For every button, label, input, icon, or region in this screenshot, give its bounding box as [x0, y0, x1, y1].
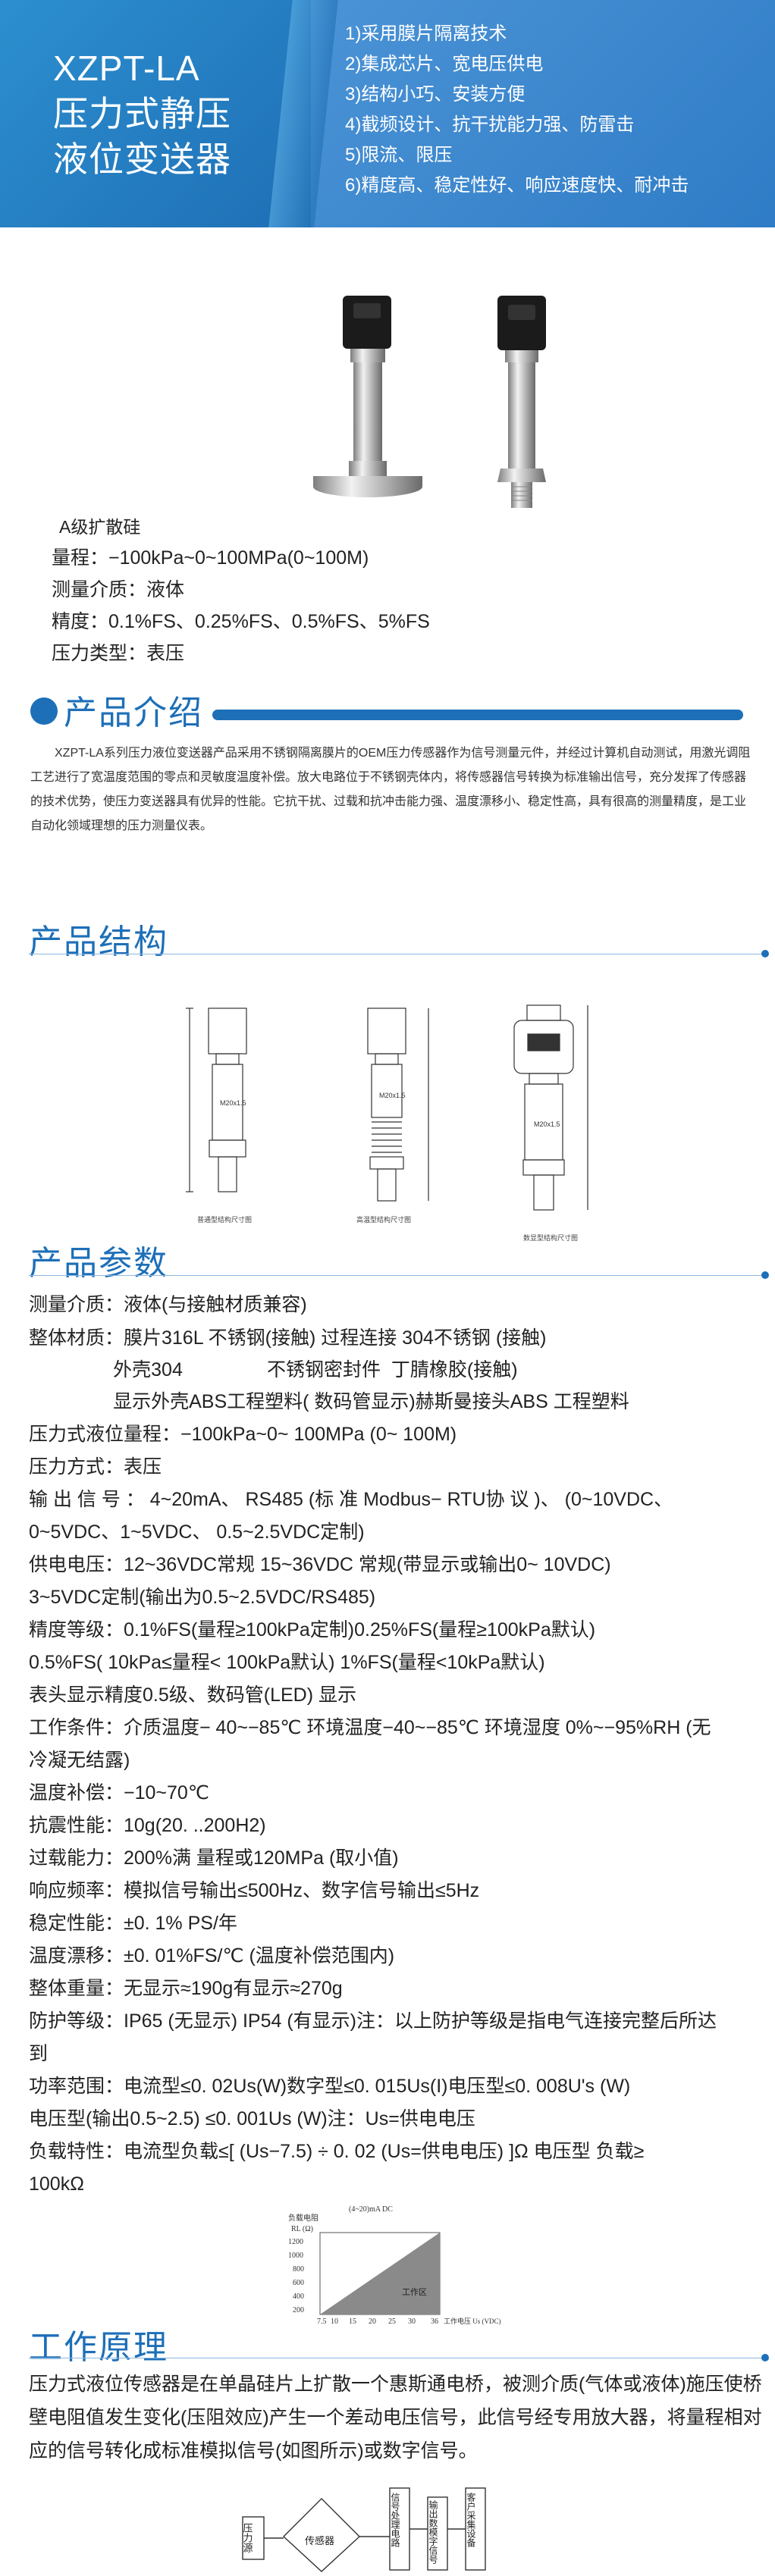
- signal-block-diagram: 压力源 传感器 信号处理电路 输出数模字信号 客户采集设备: [242, 2487, 486, 2572]
- spec-pressure-type: 压力类型：表压: [52, 643, 185, 664]
- pressure-source-label: 压力源: [242, 2523, 253, 2552]
- load-chart-xlabel: 工作电压 Us (VDC): [444, 2317, 501, 2325]
- structure-label-2: M20x1.5: [379, 1092, 406, 1099]
- params-title: 产品参数: [29, 1245, 168, 1282]
- x-tick-label: 7.5: [317, 2317, 327, 2326]
- bridge-sensor-diamond: [282, 2498, 361, 2572]
- param-row: 到: [29, 2043, 49, 2064]
- header-right-panel: [311, 0, 775, 227]
- spec-type: A级扩散硅: [59, 517, 141, 537]
- param-row: 测量介质：液体(与接触材质兼容): [29, 1294, 307, 1315]
- structure-caption-3: 数显型结构尺寸图: [523, 1233, 578, 1242]
- param-row: 3~5VDC定制(输出为0.5~2.5VDC/RS485): [29, 1587, 376, 1608]
- x-tick-label: 10: [331, 2317, 338, 2326]
- intro-title-bar: [212, 710, 743, 720]
- param-row: 抗震性能：10g(20. ..200H2): [29, 1815, 266, 1836]
- y-tick-label: 1200: [288, 2238, 303, 2246]
- param-row: 工作条件：介质温度− 40~−85℃ 环境温度−40~−85℃ 环境湿度 0%~…: [29, 1717, 711, 1738]
- customer-box: [465, 2487, 486, 2571]
- load-chart-yunit: RL (Ω): [291, 2225, 313, 2233]
- param-row: 100kΩ: [29, 2173, 84, 2195]
- structure-drawings: M20x1.5 M20x1.5 M20x1.5 普通型结构尺寸图 高温型结构尺寸…: [186, 1004, 588, 1242]
- principle-underline-dot: [761, 2354, 769, 2361]
- param-row: 精度等级：0.1%FS(量程≥100kPa定制)0.25%FS(量程≥100kP…: [29, 1619, 596, 1641]
- load-chart-work-region: [320, 2233, 440, 2314]
- feature-item: 4)截频设计、抗干扰能力强、防雷击: [345, 114, 635, 135]
- x-tick-label: 15: [349, 2317, 356, 2326]
- load-characteristic-chart: (4~20)mA DC 负载电阻 RL (Ω) 1200 1000 800 60…: [288, 2205, 501, 2326]
- principle-text: 压力式液位传感器是在单晶硅片上扩散一个惠斯通电桥，被测介质(气体或液体)施压使桥…: [29, 2374, 762, 2462]
- param-row: 响应频率：模拟信号输出≤500Hz、数字信号输出≤5Hz: [29, 1880, 480, 1901]
- feature-item: 3)结构小巧、安装方便: [345, 84, 526, 105]
- y-tick-label: 800: [293, 2265, 304, 2274]
- spec-medium: 测量介质：液体: [52, 579, 185, 600]
- structure-label-1: M20x1.5: [220, 1099, 246, 1107]
- param-row: 稳定性能：±0. 1% PS/年: [29, 1913, 237, 1934]
- title-model: XZPT-LA: [53, 49, 200, 88]
- feature-item: 5)限流、限压: [345, 145, 453, 165]
- x-tick-label: 20: [369, 2317, 376, 2326]
- customer-label: 客户采集设备: [466, 2492, 476, 2548]
- param-row: 0.5%FS( 10kPa≤量程< 100kPa默认) 1%FS(量程<10kP…: [29, 1652, 545, 1673]
- x-tick-label: 36: [431, 2317, 438, 2326]
- y-tick-label: 400: [293, 2292, 304, 2301]
- feature-item: 6)精度高、稳定性好、响应速度快、耐冲击: [345, 175, 689, 196]
- section-bullet-icon: [30, 697, 58, 725]
- x-tick-label: 30: [408, 2317, 416, 2326]
- y-tick-label: 1000: [288, 2252, 303, 2260]
- load-chart-header: (4~20)mA DC: [349, 2205, 393, 2214]
- product-image-sanitary: [313, 296, 422, 497]
- load-chart-ylabel: 负载电阻: [288, 2213, 318, 2223]
- params-underline: [29, 1275, 764, 1276]
- header-banner: XZPT-LA 压力式静压 液位变送器 1)采用膜片隔离技术 2)集成芯片、宽电…: [0, 0, 775, 227]
- structure-caption-2: 高温型结构尺寸图: [356, 1215, 411, 1224]
- processing-label: 信号处理电路: [390, 2493, 400, 2548]
- param-row: 过载能力：200%满 量程或120MPa (取小值): [29, 1847, 399, 1869]
- params-underline-dot: [761, 1271, 769, 1279]
- param-row: 压力式液位量程：−100kPa~0~ 100MPa (0~ 100M): [29, 1424, 457, 1445]
- param-row: 冷凝无结露): [29, 1750, 130, 1771]
- title-line-2: 压力式静压: [53, 94, 231, 133]
- structure-title: 产品结构: [29, 923, 168, 961]
- x-tick-label: 25: [388, 2317, 396, 2326]
- intro-text: XZPT-LA系列压力液位变送器产品采用不锈钢隔离膜片的OEM压力传感器作为信号…: [30, 747, 751, 832]
- title-line-3: 液位变送器: [53, 139, 231, 179]
- output-label: 输出数模字信号: [428, 2499, 438, 2564]
- param-row: 防护等级：IP65 (无显示) IP54 (有显示)注：以上防护等级是指电气连接…: [29, 2010, 717, 2032]
- param-row: 温度补偿：−10~70℃: [29, 1782, 209, 1804]
- product-title: XZPT-LA 压力式静压 液位变送器: [53, 45, 231, 182]
- output-box: [427, 2496, 448, 2571]
- structure-underline-dot: [761, 950, 769, 957]
- param-row: 负载特性：电流型负载≤[ (Us−7.5) ÷ 0. 02 (Us=供电电压) …: [29, 2141, 645, 2162]
- param-row: 整体重量：无显示≈190g有显示≈270g: [29, 1978, 343, 1999]
- structure-caption-1: 普通型结构尺寸图: [197, 1215, 252, 1224]
- feature-list: 1)采用膜片隔离技术 2)集成芯片、宽电压供电 3)结构小巧、安装方便 4)截频…: [345, 19, 689, 201]
- param-row: 温度漂移：±0. 01%FS/℃ (温度补偿范围内): [29, 1945, 395, 1966]
- param-row: 整体材质：膜片316L 不锈钢(接触) 过程连接 304不锈钢 (接触): [29, 1327, 547, 1349]
- param-row: 压力方式：表压: [29, 1456, 162, 1478]
- spec-range: 量程：−100kPa~0~100MPa(0~100M): [52, 547, 369, 569]
- param-row: 供电电压：12~36VDC常规 15~36VDC 常规(带显示或输出0~ 10V…: [29, 1554, 611, 1575]
- param-row: 表头显示精度0.5级、数码管(LED) 显示: [29, 1684, 356, 1706]
- feature-item: 2)集成芯片、宽电压供电: [345, 54, 544, 74]
- product-image-threaded: [497, 296, 546, 508]
- param-row: 0~5VDC、1~5VDC、 0.5~2.5VDC定制): [29, 1521, 365, 1543]
- param-row: 显示外壳ABS工程塑料( 数码管显示)赫斯曼接头ABS 工程塑料: [29, 1391, 629, 1412]
- param-row: 输 出 信 号 ： 4~20mA、 RS485 (标 准 Modbus− RTU…: [29, 1489, 673, 1510]
- y-tick-label: 200: [293, 2306, 304, 2314]
- spec-accuracy: 精度：0.1%FS、0.25%FS、0.5%FS、5%FS: [52, 611, 430, 632]
- feature-item: 1)采用膜片隔离技术: [345, 24, 507, 44]
- param-row: 功率范围：电流型≤0. 02Us(W)数字型≤0. 015Us(I)电压型≤0.…: [29, 2076, 631, 2097]
- load-chart-region-label: 工作区: [402, 2287, 427, 2297]
- param-row: 外壳304 不锈钢密封件 丁腈橡胶(接触): [29, 1359, 518, 1380]
- intro-title: 产品介绍: [64, 694, 203, 732]
- principle-title: 工作原理: [29, 2329, 168, 2366]
- structure-label-3: M20x1.5: [534, 1120, 560, 1128]
- y-tick-label: 600: [293, 2279, 304, 2287]
- header-left-panel: [0, 0, 311, 227]
- sensor-label: 传感器: [305, 2535, 334, 2546]
- param-row: 电压型(输出0.5~2.5) ≤0. 001Us (W)注：Us=供电电压: [29, 2108, 475, 2129]
